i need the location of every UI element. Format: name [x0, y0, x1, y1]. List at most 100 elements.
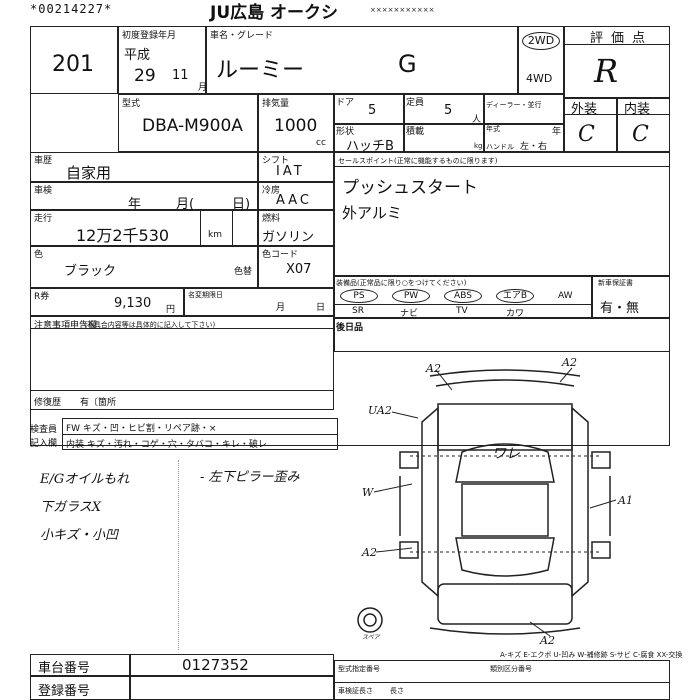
- handwritten-right: - 左下ピラー歪み: [200, 470, 300, 485]
- exterior-box: [564, 98, 617, 152]
- color-change-label: 色替: [234, 267, 253, 277]
- usage-label: 車歴: [34, 156, 53, 166]
- capacity-value: 5: [444, 103, 453, 118]
- later-items-label: 後日品: [336, 323, 364, 333]
- interior-label: 内装: [624, 102, 651, 117]
- usage-box: [30, 152, 258, 182]
- name-change-label: 名変期限日: [188, 291, 223, 299]
- shift-value: IAT: [276, 164, 305, 179]
- registration-box: [118, 26, 206, 94]
- equip-pw: PW: [392, 289, 430, 303]
- drive-4wd: 4WD: [526, 72, 553, 85]
- usage-value: 自家用: [66, 164, 112, 182]
- handwritten-line-3: 小キズ・小凹: [40, 528, 119, 543]
- mark-spare: スペア: [362, 634, 381, 641]
- checks-label-2: 記入欄: [30, 439, 58, 449]
- lot-box: [30, 26, 118, 94]
- color-value: ブラック: [64, 264, 117, 279]
- doors-label: ドア: [336, 98, 355, 108]
- later-items-box: [334, 318, 670, 352]
- equip-aw: AW: [558, 291, 573, 301]
- sales-points-box: [334, 152, 670, 276]
- equip-sr: SR: [352, 306, 364, 316]
- vehicle-name-box: [206, 26, 518, 94]
- serial-number: *00214227*: [30, 2, 113, 16]
- handwritten-line-2: 下ガラスX: [40, 500, 101, 515]
- score-label: 評価点: [590, 31, 654, 46]
- lot-number: 201: [52, 52, 94, 77]
- score-box: [564, 26, 670, 98]
- equip-leather: カワ: [506, 309, 525, 319]
- registration-label: 初度登録年月: [122, 31, 177, 41]
- recycle-value: 9,130: [114, 296, 152, 311]
- header-sub: ×××××××××××: [370, 6, 435, 14]
- repair-box: [30, 390, 334, 410]
- mileage-label: 走行: [34, 214, 53, 224]
- chassis-value: 0127352: [182, 656, 249, 674]
- fuel-label: 燃料: [262, 214, 281, 224]
- category-label: 類別区分番号: [490, 665, 532, 673]
- inspection-label: 車検: [34, 186, 53, 196]
- inspection-year: 年: [128, 197, 142, 212]
- doors-box: [334, 94, 404, 124]
- repair-label: 修復歴: [34, 398, 62, 408]
- dealer-label: ディーラー・並行: [486, 101, 542, 109]
- interior-box: [617, 98, 670, 152]
- model-label: 型式: [122, 99, 141, 109]
- spare-tire: [357, 607, 383, 633]
- warranty-value: 有・無: [600, 301, 640, 316]
- recycle-box: [30, 288, 184, 316]
- equipment-label: 装備品(正常品に限り○をつけてください): [336, 279, 467, 287]
- damage-legend: A-キズ E-エクボ U-凹み W-補修跡 S-サビ C-腐食 XX-交換: [500, 651, 683, 659]
- name-change-month: 月: [276, 303, 286, 313]
- windshield: [455, 443, 555, 483]
- dealer-box: [484, 94, 564, 124]
- fuel-value: ガソリン: [262, 230, 315, 245]
- equip-tv: TV: [456, 306, 468, 316]
- name-change-day: 日: [316, 303, 326, 313]
- handle-label: ハンドル: [486, 143, 514, 151]
- inspection-month: 月(: [176, 197, 195, 212]
- chassis-label: 車台番号: [38, 661, 91, 676]
- mark-a2-left: A2: [361, 546, 377, 559]
- warranty-box: [592, 276, 670, 318]
- displacement-box: [258, 94, 334, 152]
- equip-navi: ナビ: [400, 309, 419, 319]
- roof: [461, 483, 549, 537]
- chassis-value-box: [130, 654, 334, 676]
- capacity-box: [404, 94, 484, 124]
- exterior-value: C: [578, 122, 595, 147]
- color-code-box: [258, 246, 334, 288]
- checks-row-1: FW キズ・凹・ヒビ割・リペア跡・×: [66, 424, 217, 434]
- right-side: [571, 406, 589, 598]
- displacement-unit: cc: [316, 138, 326, 148]
- type-designation-label: 型式指定番号: [338, 665, 380, 673]
- handle-box: [484, 124, 564, 152]
- vehicle-name-label: 車名・グレード: [210, 31, 274, 41]
- mark-crack: ワレ: [492, 446, 520, 462]
- registration-month: 11: [172, 68, 189, 83]
- aircon-value: AAC: [276, 193, 312, 208]
- front-bumper: [429, 369, 581, 377]
- mark-a2-front-right: A2: [561, 356, 577, 369]
- load-unit: kg: [474, 142, 483, 150]
- mark-a2-rear: A2: [539, 634, 555, 647]
- tailgate: [437, 583, 573, 625]
- repair-value: 有〔箇所: [80, 398, 117, 408]
- length-label-2: 長さ: [390, 687, 404, 695]
- notes-divider: [178, 460, 179, 650]
- equip-airbag: エアB: [496, 289, 534, 303]
- recycle-label: R券: [34, 292, 50, 302]
- equip-abs: ABS: [444, 289, 482, 303]
- mark-a1: A1: [617, 494, 633, 507]
- sales-points-label: セールスポイント(正常に機能するものに限ります): [338, 157, 498, 165]
- color-code-value: X07: [286, 262, 312, 277]
- drive-2wd: 2WD: [522, 32, 560, 50]
- model-value: DBA-M900A: [142, 116, 243, 136]
- vehicle-grade: G: [398, 50, 417, 78]
- shift-box: [258, 152, 334, 182]
- length-label: 車検証長さ: [338, 687, 373, 695]
- interior-value: C: [632, 122, 649, 147]
- body-shape-label: 形状: [336, 127, 355, 137]
- mileage-value: 12万2千530: [76, 226, 170, 245]
